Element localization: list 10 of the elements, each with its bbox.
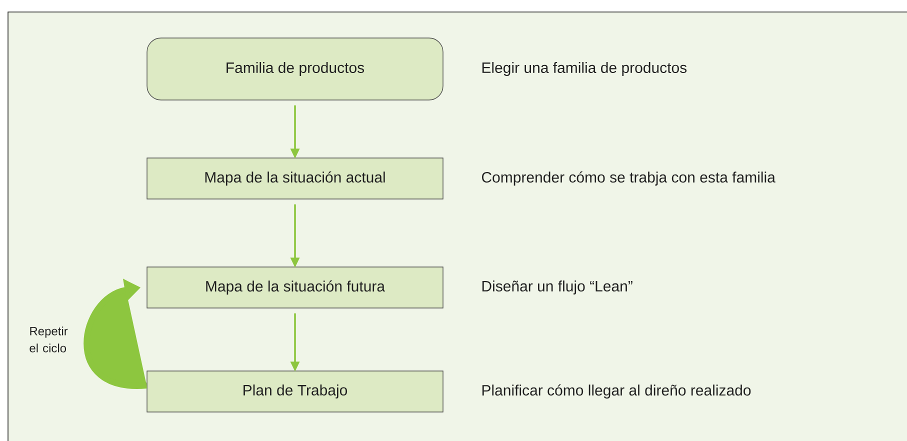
process-box: Plan de Trabajo bbox=[146, 370, 444, 412]
step-description: Diseñar un flujo “Lean” bbox=[482, 280, 632, 294]
process-box: Mapa de la situación futura bbox=[146, 266, 444, 308]
arrow bbox=[84, 278, 147, 388]
step-description: Planificar cómo llegar al direño realizado bbox=[482, 384, 751, 399]
start-box: Familia de productos bbox=[146, 38, 444, 100]
step-description: Elegir una familia de productos bbox=[482, 62, 687, 76]
process-box: Mapa de la situación actual bbox=[146, 158, 444, 200]
step-description: Comprender cómo se trabja con esta familia bbox=[482, 171, 776, 186]
edge-label: Repetir el ciclo bbox=[28, 326, 76, 354]
